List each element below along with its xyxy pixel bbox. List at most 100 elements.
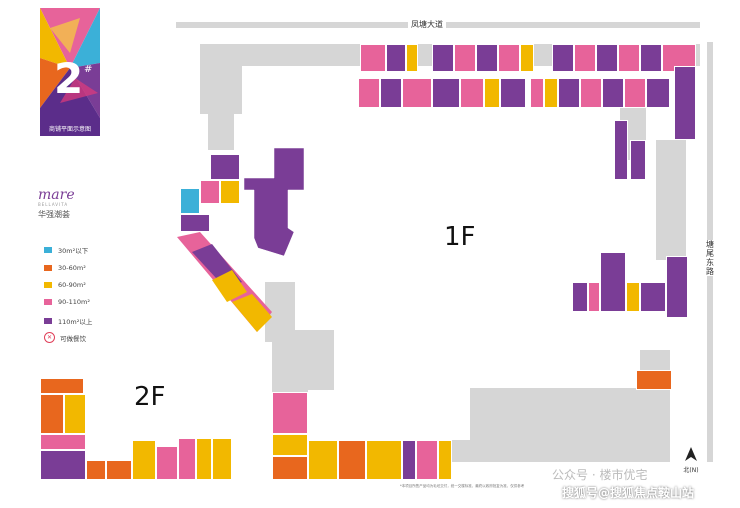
floor-badge: 2 # 商铺平面示意图 [40, 8, 100, 136]
shop-unit [86, 460, 106, 480]
shop-unit [432, 78, 460, 108]
shop-unit [552, 44, 574, 72]
shop-unit [544, 78, 558, 108]
legend-swatch [44, 299, 52, 305]
floor-label-1f: 1F [444, 222, 476, 252]
road-east-label: 塘尾东路 [706, 240, 714, 276]
legend-swatch [44, 247, 52, 253]
corridor [470, 388, 670, 458]
shop-unit [666, 256, 688, 318]
shop-unit [366, 440, 402, 480]
legend-item-yellow: 60-90m² [44, 281, 86, 289]
shop-unit [402, 440, 416, 480]
shop-unit [454, 44, 476, 72]
shop-unit [416, 440, 438, 480]
brand-logo-word: mare [38, 187, 75, 203]
compass: 北(N) [680, 446, 702, 474]
shop-unit [646, 78, 670, 108]
shop-unit [596, 44, 618, 72]
shop-unit [64, 394, 86, 434]
shop-unit [460, 78, 484, 108]
legend-item-orange: 30-60m² [44, 264, 86, 272]
shop-unit [40, 378, 84, 394]
shop-unit [626, 282, 640, 312]
north-arrow-icon [685, 447, 697, 461]
shop-unit [438, 440, 452, 480]
shop-unit [132, 440, 156, 480]
shop-unit [402, 78, 432, 108]
shop-unit [212, 438, 232, 480]
legend-label: 90-110m² [58, 298, 90, 306]
legend-label: 30m²以下 [58, 247, 89, 255]
shop-unit [272, 456, 308, 480]
shop-unit [630, 140, 646, 180]
shop-unit [272, 434, 308, 456]
legend-item-dining: ✕ 可做餐饮 [44, 332, 86, 343]
shop-unit [520, 44, 534, 72]
shop-unit [178, 438, 196, 480]
corridor [656, 140, 686, 260]
shop-unit [358, 78, 380, 108]
shop-unit [588, 282, 600, 312]
shop-unit [180, 188, 200, 214]
shop-unit [572, 282, 588, 312]
shop-unit [484, 78, 500, 108]
shop-unit [574, 44, 596, 72]
shop-unit [614, 120, 628, 180]
shop-unit [210, 154, 240, 180]
shop-unit [40, 434, 86, 450]
shop-unit [196, 438, 212, 480]
shop-unit [602, 78, 624, 108]
legend-label: 可做餐饮 [60, 334, 86, 343]
shop-unit [338, 440, 366, 480]
shop-unit [106, 460, 132, 480]
shop-unit [40, 394, 64, 434]
shop-unit [406, 44, 418, 72]
legend-item-pink: 90-110m² [44, 298, 90, 306]
shop-unit [308, 440, 338, 480]
brand-logo: mare BELLAVITA 华强潮荟 [38, 188, 108, 220]
dining-icon: ✕ [44, 332, 55, 343]
diagonal-strip [177, 232, 272, 332]
central-block [244, 148, 305, 257]
watermark-line2: 搜狐号@搜狐焦点鞍山站 [562, 486, 695, 500]
shop-unit [500, 78, 526, 108]
shop-unit [640, 44, 662, 72]
badge-caption: 商铺平面示意图 [48, 126, 91, 133]
shop-unit [156, 446, 178, 480]
legend-label: 110m²以上 [58, 318, 93, 326]
footnote: *本项目所售产品均为毛坯交付，统一交楼标准，最终以政府批复为准，仅供参考 [400, 484, 525, 488]
shop-unit [558, 78, 580, 108]
legend-swatch [44, 265, 52, 271]
compass-label: 北(N) [683, 467, 699, 474]
shop-unit [600, 252, 626, 312]
legend-swatch [44, 318, 52, 324]
shop-unit [220, 180, 240, 204]
watermark-line1: 公众号 · 楼市优宅 [552, 468, 648, 482]
shop-unit [618, 44, 640, 72]
shop-unit [380, 78, 402, 108]
brand-logo-sub: BELLAVITA [38, 202, 69, 207]
shop-unit [432, 44, 454, 72]
shop-unit [200, 180, 220, 204]
shop-unit [272, 392, 308, 434]
shop-unit [636, 370, 672, 390]
shop-unit [476, 44, 498, 72]
shop-unit [180, 214, 210, 232]
badge-number: 2 [54, 54, 84, 103]
legend-swatch [44, 282, 52, 288]
shop-unit [498, 44, 520, 72]
shop-unit [386, 44, 406, 72]
legend-label: 30-60m² [58, 264, 86, 272]
shop-unit [640, 282, 666, 312]
brand-name: 华强潮荟 [38, 210, 70, 219]
shop-unit [674, 66, 696, 140]
shop-unit [580, 78, 602, 108]
badge-graphic [40, 8, 100, 136]
shop-unit [530, 78, 544, 108]
legend-item-purple: 110m²以上 [44, 316, 92, 326]
road-north-label: 凤塘大道 [408, 19, 446, 30]
shop-unit [40, 450, 86, 480]
corridor [208, 110, 234, 150]
floor-label-2f: 2F [134, 382, 166, 412]
